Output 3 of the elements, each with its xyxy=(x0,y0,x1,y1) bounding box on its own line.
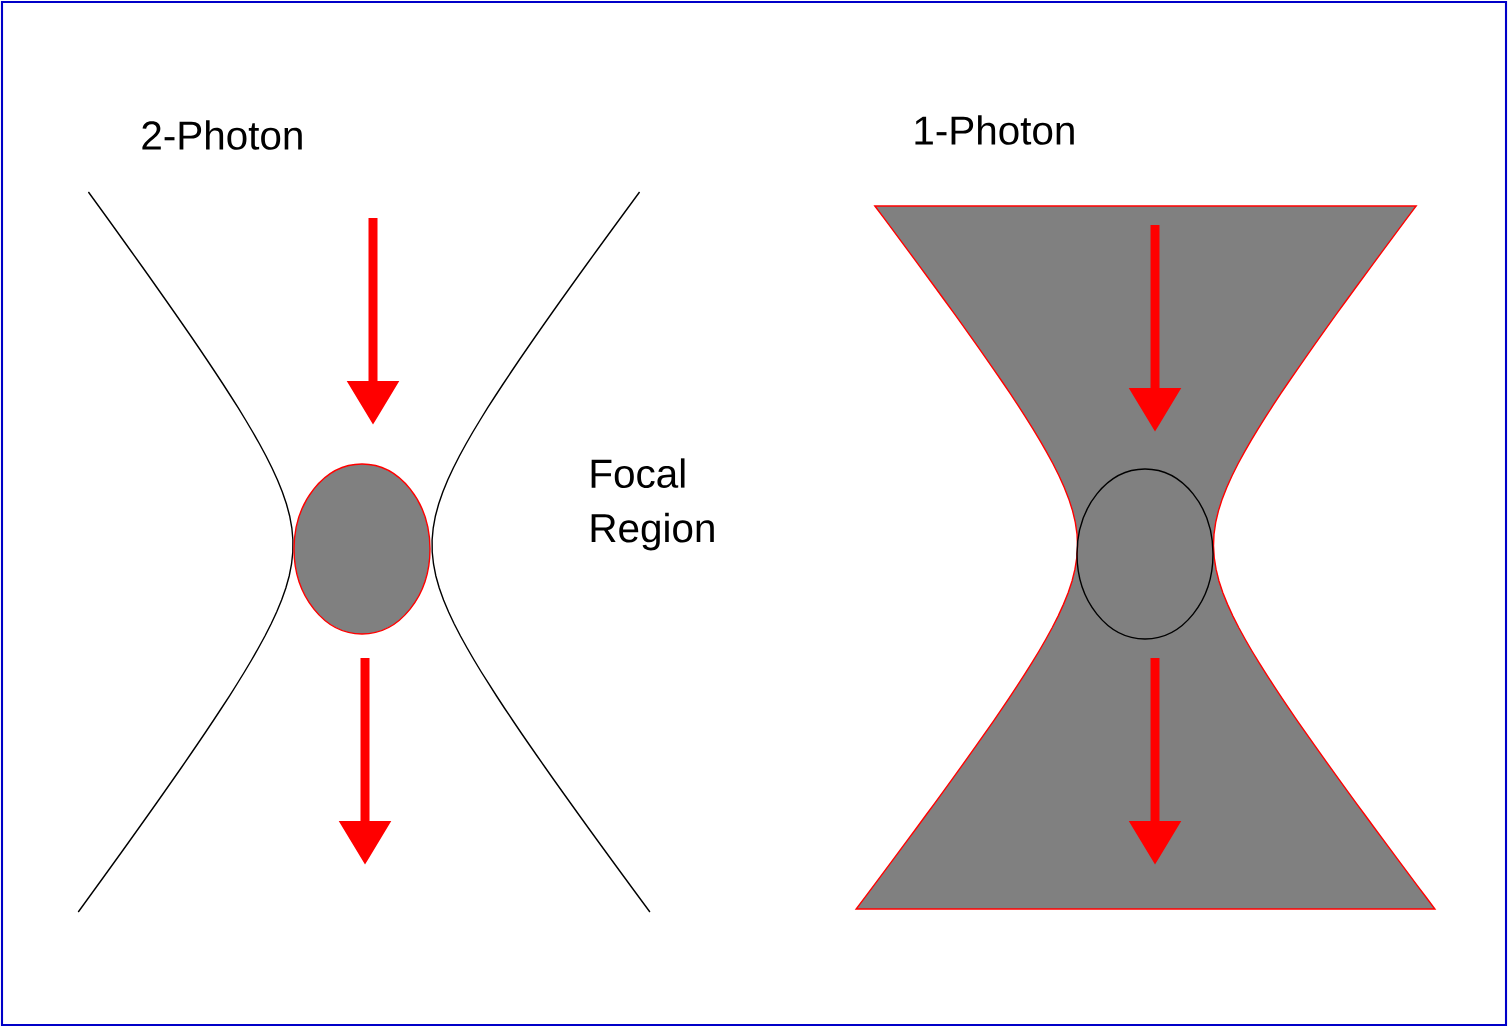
panel-title: 1-Photon xyxy=(915,115,1074,145)
panel-title: 2-Photon xyxy=(142,120,302,150)
region-label: Focal Region xyxy=(591,458,714,551)
